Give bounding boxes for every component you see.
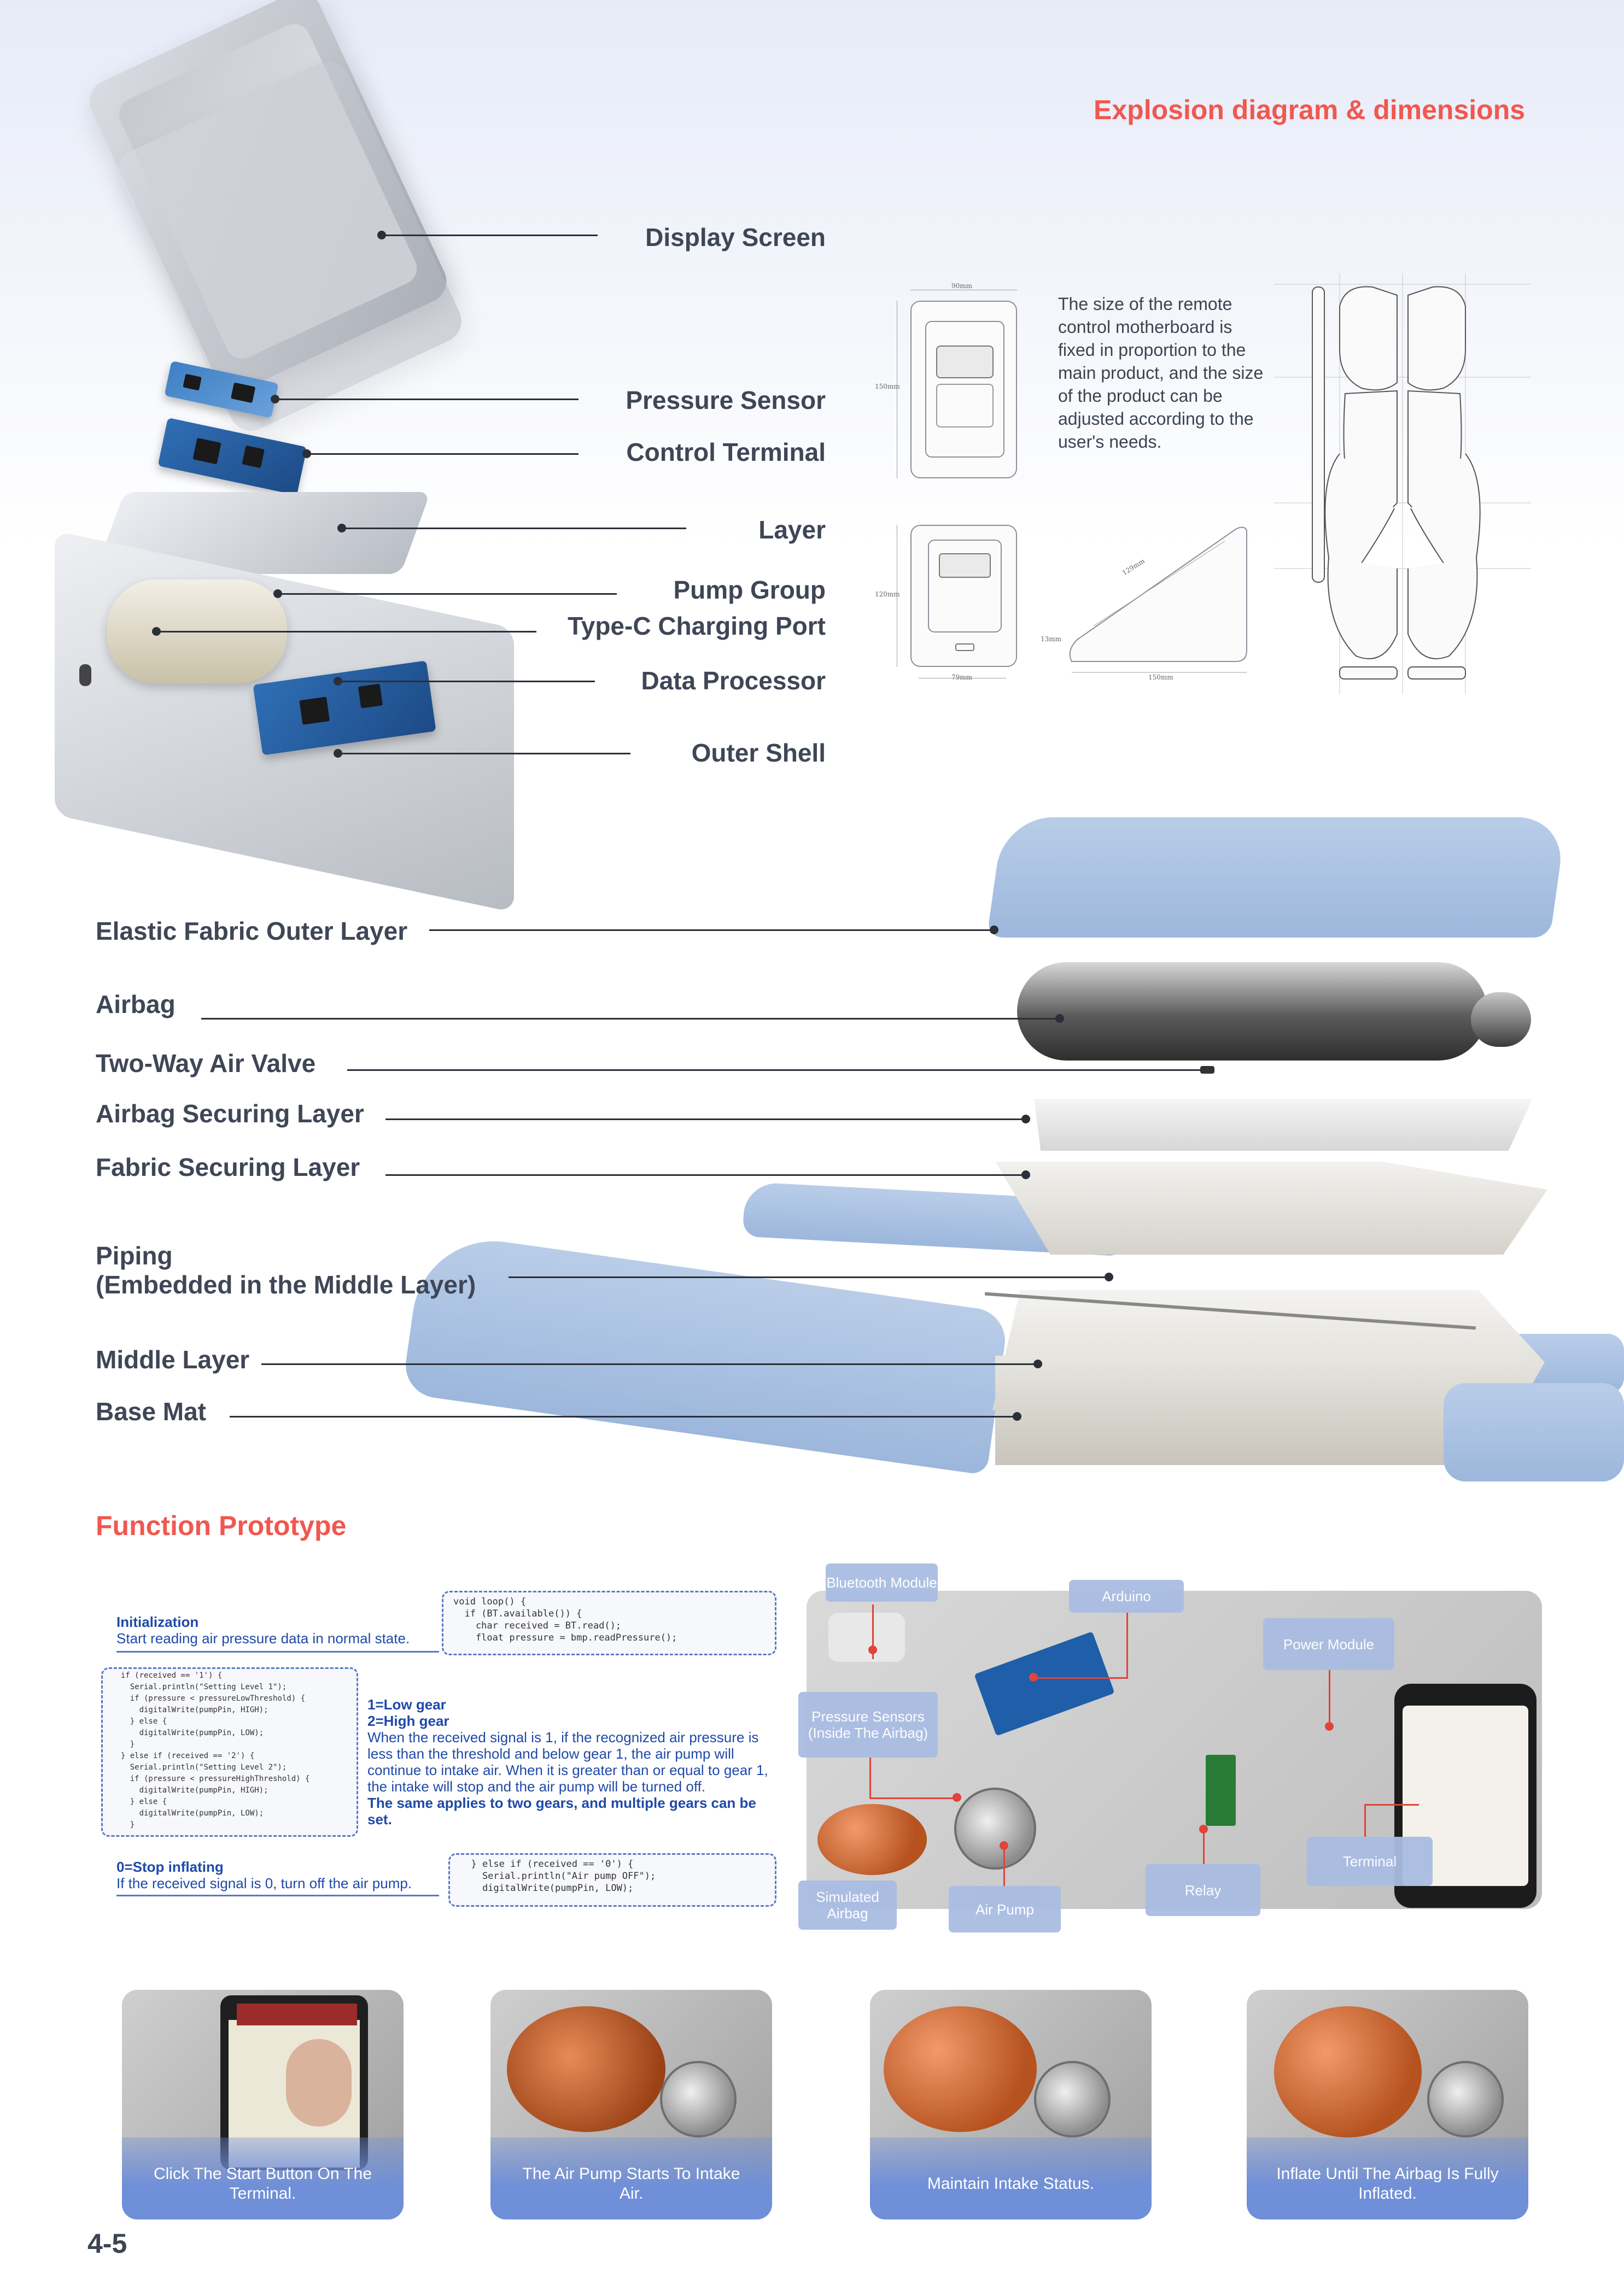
label-airbag: Airbag (96, 990, 176, 1018)
airbag-part (1017, 962, 1487, 1061)
remote-front-view (910, 301, 1017, 478)
tag-terminal: Terminal (1307, 1837, 1433, 1886)
tag-power-module: Power Module (1263, 1618, 1394, 1670)
label-layer: Layer (758, 516, 826, 544)
airbag-securing-part (1010, 1099, 1532, 1151)
tag-bluetooth: Bluetooth Module (826, 1563, 938, 1602)
label-two-way-valve: Two-Way Air Valve (96, 1049, 316, 1077)
label-piping-note: (Embedded in the Middle Layer) (96, 1270, 476, 1299)
fabric-securing-part (995, 1162, 1547, 1255)
step-caption-1: Click The Start Button On The Terminal. (122, 2137, 404, 2219)
simulated-airbag-balloon (817, 1804, 927, 1875)
stop-text: If the received signal is 0, turn off th… (116, 1875, 412, 1891)
dim-150mm: 150mm (875, 383, 900, 390)
arduino-board (974, 1631, 1115, 1736)
init-text: Start reading air pressure data in norma… (116, 1630, 410, 1647)
dim-120mm: 120mm (875, 590, 900, 598)
gears-text: When the received signal is 1, if the re… (367, 1729, 768, 1795)
init-description: Initialization Start reading air pressur… (116, 1614, 445, 1647)
label-airbag-securing: Airbag Securing Layer (96, 1099, 364, 1128)
tag-simulated-airbag: Simulated Airbag (798, 1881, 897, 1930)
step-card-4: Inflate Until The Airbag Is Fully Inflat… (1247, 1990, 1528, 2219)
tag-air-pump: Air Pump (949, 1886, 1061, 1932)
label-pump-group: Pump Group (673, 576, 826, 604)
dim-79mm: 79mm (951, 673, 973, 681)
label-elastic-fabric: Elastic Fabric Outer Layer (96, 917, 408, 945)
init-head: Initialization (116, 1614, 199, 1630)
mat-top-view (1274, 273, 1531, 694)
stop-head: 0=Stop inflating (116, 1859, 224, 1875)
type-c-port-part (79, 664, 91, 686)
label-base-mat: Base Mat (96, 1397, 206, 1426)
elastic-fabric-part (986, 817, 1567, 938)
control-terminal-part (157, 417, 307, 496)
tag-pressure-sensors: Pressure Sensors (Inside The Airbag) (798, 1692, 938, 1758)
label-piping: Piping (96, 1241, 173, 1270)
label-middle-layer: Middle Layer (96, 1345, 250, 1374)
step-caption-3: Maintain Intake Status. (870, 2137, 1152, 2219)
remote-side-view (1069, 526, 1247, 673)
two-way-valve-part (1200, 1066, 1214, 1074)
middle-layer-blue (401, 1231, 1009, 1475)
remote-top-view (910, 525, 1017, 667)
label-outer-shell: Outer Shell (691, 739, 826, 767)
dim-90mm: 90mm (951, 282, 973, 290)
tag-relay: Relay (1146, 1864, 1260, 1916)
step-card-1: Click The Start Button On The Terminal. (122, 1990, 404, 2219)
phone-terminal (1394, 1684, 1537, 1908)
label-data-processor: Data Processor (641, 666, 826, 695)
dim-150mm-side: 150mm (1148, 673, 1173, 681)
step-card-2: The Air Pump Starts To Intake Air. (490, 1990, 772, 2219)
step-caption-4: Inflate Until The Airbag Is Fully Inflat… (1247, 2137, 1528, 2219)
relay-board (1206, 1755, 1236, 1826)
explosion-title: Explosion diagram & dimensions (1094, 95, 1526, 125)
gear-1-label: 1=Low gear (367, 1696, 446, 1713)
label-fabric-securing: Fabric Securing Layer (96, 1153, 360, 1181)
base-mat-part (995, 1356, 1531, 1465)
step-card-3: Maintain Intake Status. (870, 1990, 1152, 2219)
remote-size-note: The size of the remote control motherboa… (1058, 294, 1264, 452)
gears-description: 1=Low gear 2=High gear When the received… (367, 1696, 783, 1828)
gears-note: The same applies to two gears, and multi… (367, 1795, 756, 1828)
gear-2-label: 2=High gear (367, 1713, 449, 1729)
stop-description: 0=Stop inflating If the received signal … (116, 1859, 455, 1891)
label-control-terminal: Control Terminal (626, 438, 826, 466)
label-display-screen: Display Screen (645, 223, 826, 251)
code-stop: } else if (received == '0') { Serial.pri… (448, 1853, 776, 1907)
page-number: 4-5 (87, 2228, 127, 2259)
prototype-title: Function Prototype (96, 1510, 347, 1541)
code-gears: if (received == '1') { Serial.println("S… (101, 1667, 358, 1837)
code-loop-init: void loop() { if (BT.available()) { char… (442, 1591, 776, 1655)
step-caption-2: The Air Pump Starts To Intake Air. (490, 2137, 772, 2219)
dim-13mm: 13mm (1041, 635, 1062, 643)
tag-arduino: Arduino (1069, 1580, 1184, 1613)
air-pump-motor (954, 1788, 1036, 1870)
label-type-c-port: Type-C Charging Port (568, 612, 826, 640)
label-pressure-sensor: Pressure Sensor (626, 386, 826, 414)
